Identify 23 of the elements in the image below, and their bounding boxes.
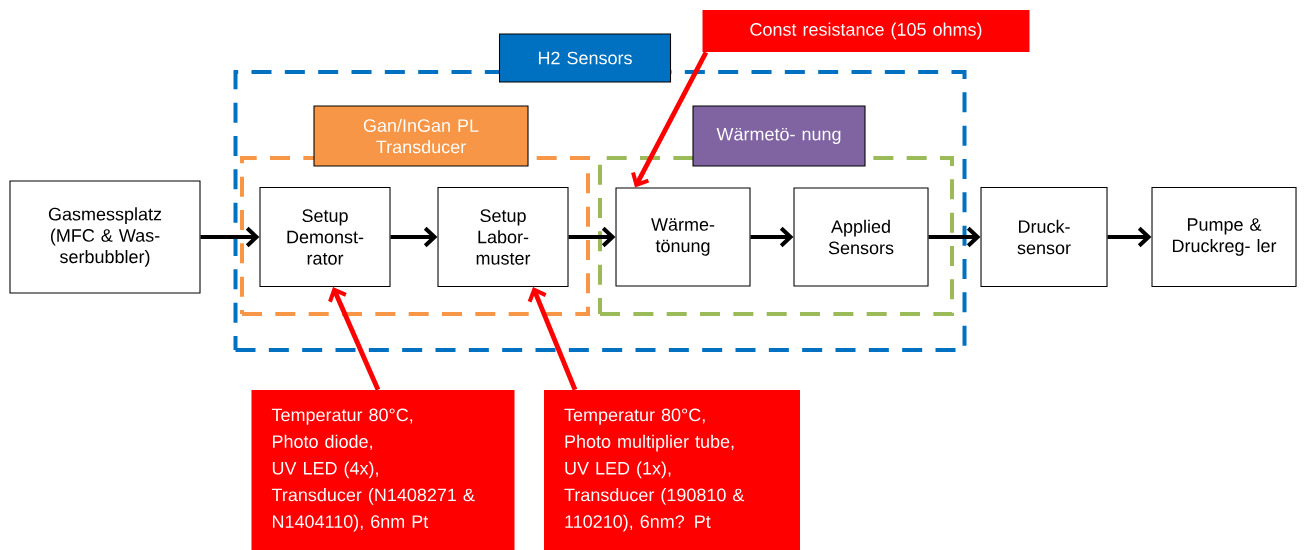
arrow <box>1107 226 1152 248</box>
process-box: Druck- sensor <box>980 186 1108 288</box>
process-box: Pumpe & Druckreg- ler <box>1151 186 1297 288</box>
arrow <box>200 226 260 248</box>
arrow <box>390 226 438 248</box>
process-box: Gasmessplatz (MFC & Was- serbubbler) <box>9 180 201 294</box>
group-heading: Gan/InGan PL Transducer <box>313 105 529 167</box>
arrow <box>527 287 578 391</box>
arrow <box>631 51 709 188</box>
process-box: Setup Labor- muster <box>437 186 569 288</box>
arrow <box>750 226 794 248</box>
process-box: Wärme- tönung <box>615 187 751 287</box>
arrow <box>928 226 981 248</box>
note-box: Const resistance (105 ohms) <box>702 10 1030 52</box>
note-box: Temperatur 80°C, Photo multiplier tube, UV LED (1x), Transducer (190810 & 110210), 6nm? Pt <box>544 390 800 550</box>
process-box: Applied Sensors <box>793 187 929 287</box>
arrow <box>328 287 381 391</box>
group-heading: H2 Sensors <box>498 33 672 83</box>
group-heading: Wärmetö- nung <box>692 105 866 167</box>
dashed-group-frame <box>233 70 967 352</box>
process-box: Setup Demonst- rator <box>259 186 391 288</box>
arrow <box>568 226 616 248</box>
note-box: Temperatur 80°C, Photo diode, UV LED (4x), Transducer (N1408271 & N1404110), 6nm Pt <box>251 390 515 550</box>
